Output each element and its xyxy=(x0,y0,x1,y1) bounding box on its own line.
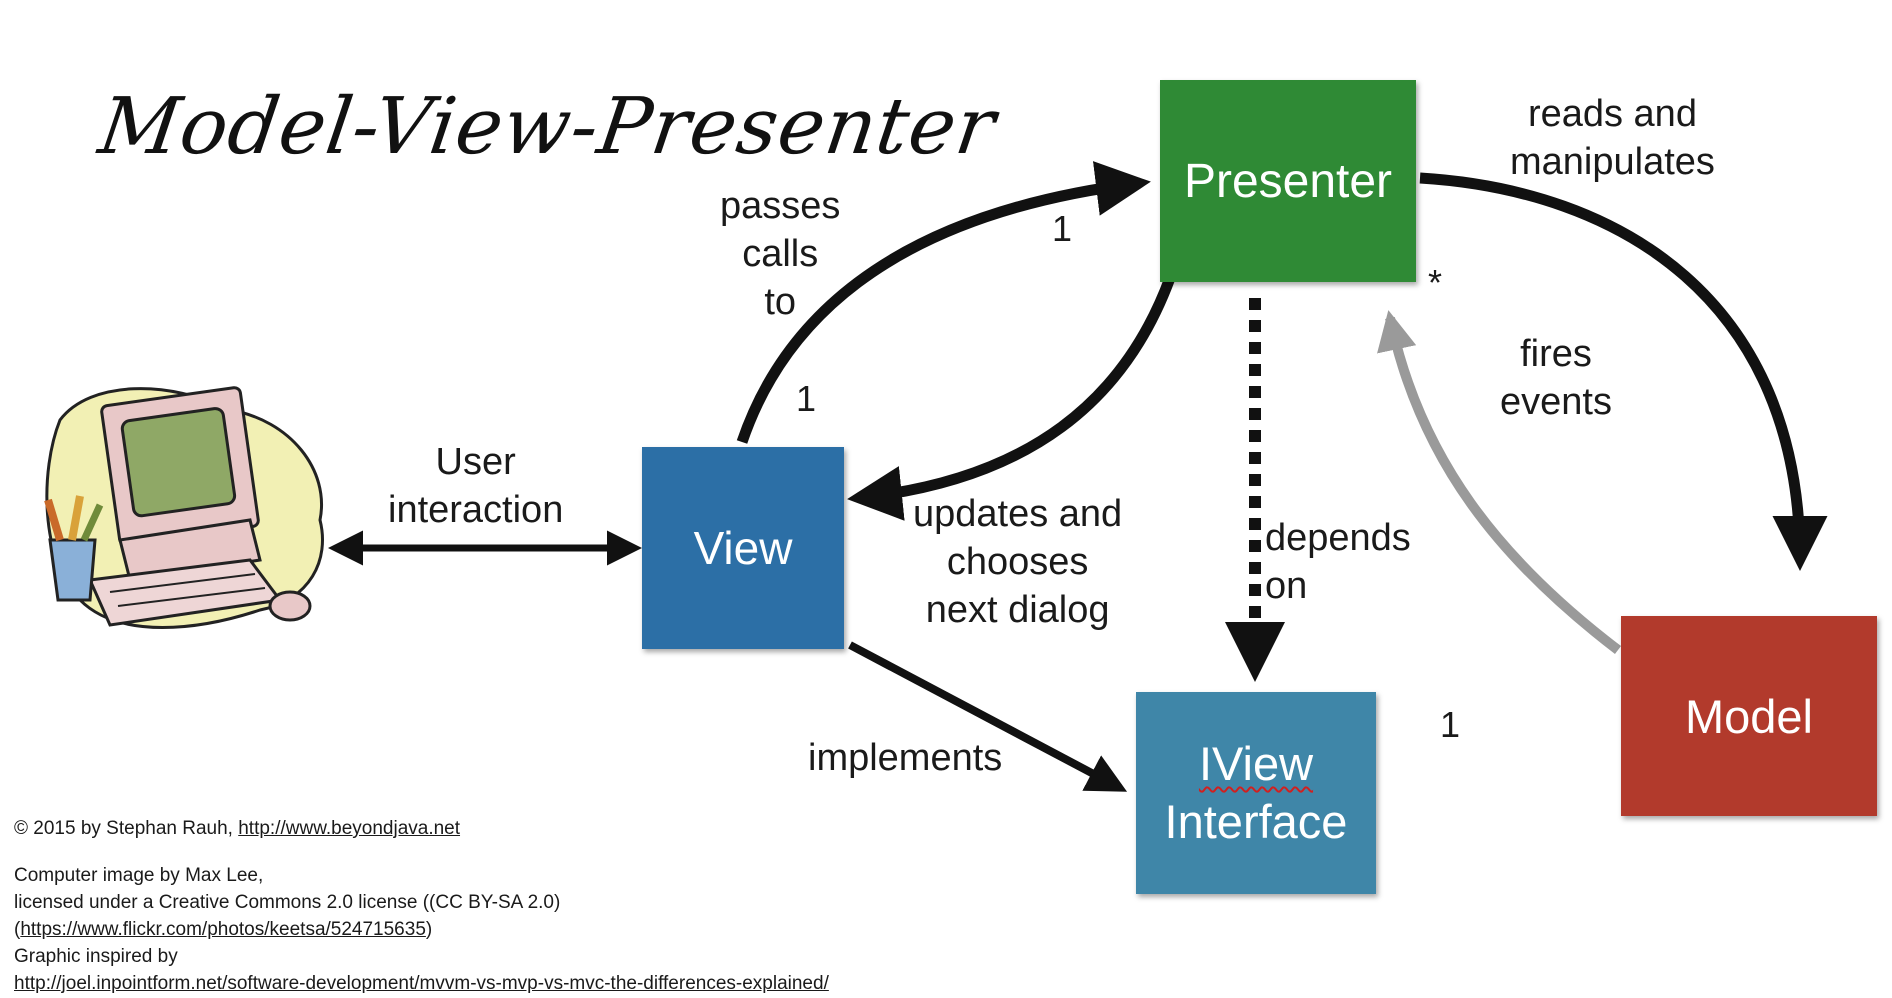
multiplicity-view-start: 1 xyxy=(796,378,817,419)
updates-arrow xyxy=(847,276,1176,521)
flickr-link[interactable]: https://www.flickr.com/photos/keetsa/524… xyxy=(20,919,426,940)
model-box: Model xyxy=(1621,616,1877,816)
reads-manipulates-arrow xyxy=(1419,172,1828,571)
image-credit-line3: (https://www.flickr.com/photos/keetsa/52… xyxy=(14,916,829,943)
passes-calls-line1: passes xyxy=(720,185,841,227)
depends-on-label: depends on xyxy=(1265,514,1411,610)
fires-line1: fires xyxy=(1520,333,1592,375)
user-interaction-line1: User xyxy=(435,441,516,483)
image-url-close: ) xyxy=(425,919,433,940)
updates-line3: next dialog xyxy=(925,589,1110,631)
image-credit-line2: licensed under a Creative Commons 2.0 li… xyxy=(14,892,561,913)
multiplicity-presenter-end: 1 xyxy=(1052,208,1073,249)
reads-manipulates-label: reads and manipulates xyxy=(1510,90,1715,186)
iview-label-line1: IView xyxy=(1198,737,1314,790)
iview-interface-box: IView Interface xyxy=(1136,692,1376,894)
passes-calls-label: passes calls to xyxy=(720,182,840,326)
depends-on-line2: on xyxy=(1265,565,1308,607)
multiplicity-star: * xyxy=(1428,262,1443,303)
iview-label-line2: Interface xyxy=(1164,795,1348,848)
depends-on-line1: depends xyxy=(1265,517,1411,559)
user-interaction-line2: interaction xyxy=(388,489,564,531)
multiplicity-model-one: 1 xyxy=(1440,704,1461,745)
view-box: View xyxy=(642,447,844,649)
inspired-by-text: Graphic inspired by xyxy=(14,946,178,967)
fires-events-arrow xyxy=(1377,310,1622,654)
beyondjava-link[interactable]: http://www.beyondjava.net xyxy=(238,818,461,839)
passes-calls-arrow xyxy=(736,161,1151,444)
fires-line2: events xyxy=(1500,381,1612,423)
presenter-label: Presenter xyxy=(1183,154,1393,208)
reads-line2: manipulates xyxy=(1510,141,1715,183)
model-label: Model xyxy=(1684,689,1813,743)
view-label: View xyxy=(693,522,793,574)
implements-arrow xyxy=(848,641,1128,792)
user-interaction-label: User interaction xyxy=(388,438,563,534)
updates-line2: chooses xyxy=(946,541,1089,583)
updates-line1: updates and xyxy=(913,493,1123,535)
computer-icon xyxy=(44,386,324,629)
fires-events-label: fires events xyxy=(1500,330,1612,426)
reads-line1: reads and xyxy=(1527,93,1697,135)
passes-calls-line3: to xyxy=(764,281,797,323)
presenter-box: Presenter xyxy=(1160,80,1416,282)
copyright-text: © 2015 by Stephan Rauh, xyxy=(14,818,239,839)
copyright-credit: © 2015 by Stephan Rauh, http://www.beyon… xyxy=(14,815,460,842)
image-credit: Computer image by Max Lee, licensed unde… xyxy=(14,862,829,997)
image-credit-line1: Computer image by Max Lee, xyxy=(14,865,264,886)
implements-label: implements xyxy=(808,737,1003,779)
updates-chooses-label: updates and chooses next dialog xyxy=(913,490,1122,634)
diagram-title: Model-View-Presenter xyxy=(93,82,1002,172)
passes-calls-line2: calls xyxy=(742,233,819,275)
inpointform-link[interactable]: http://joel.inpointform.net/software-dev… xyxy=(14,973,829,994)
image-url-open: ( xyxy=(14,919,21,940)
